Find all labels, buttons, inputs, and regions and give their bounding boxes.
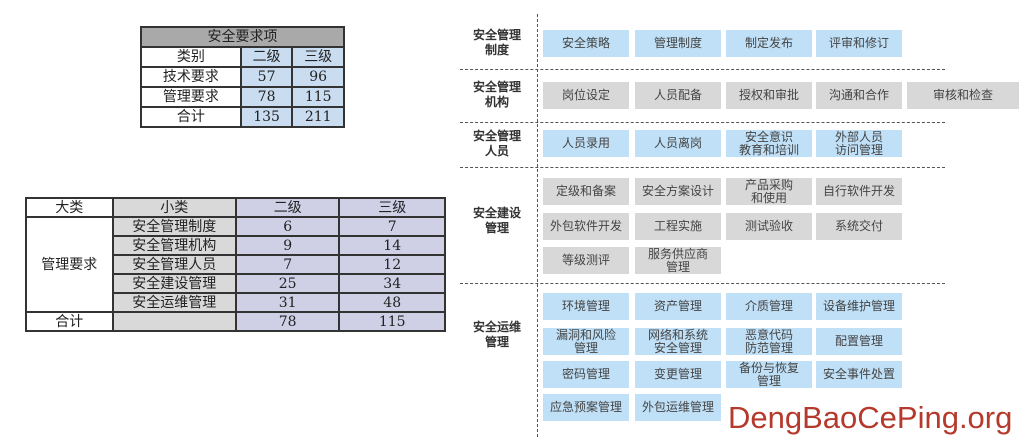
item-box: 测试验收 bbox=[726, 213, 812, 240]
cell: 78 bbox=[234, 311, 341, 332]
header-cell: 小类 bbox=[111, 197, 237, 218]
item-box: 漏洞和风险 管理 bbox=[543, 328, 629, 355]
table-total-row: 合计 78 115 bbox=[25, 311, 446, 332]
cell: 211 bbox=[291, 106, 345, 128]
group-divider bbox=[460, 69, 945, 70]
item-box: 外部人员 访问管理 bbox=[816, 130, 902, 157]
item-box: 人员离岗 bbox=[635, 130, 721, 157]
item-box: 安全意识 教育和培训 bbox=[726, 130, 812, 157]
item-box: 网络和系统 安全管理 bbox=[635, 328, 721, 355]
cell: 7 bbox=[338, 216, 446, 237]
group-label: 安全运维 管理 bbox=[472, 320, 521, 349]
cell: 安全建设管理 bbox=[111, 273, 237, 294]
table-row: 管理要求 安全管理制度 6 7 bbox=[25, 216, 446, 313]
item-box: 安全策略 bbox=[543, 30, 629, 57]
item-box: 定级和备案 bbox=[543, 178, 629, 205]
cell: 安全管理机构 bbox=[111, 235, 237, 256]
group-label: 安全建设 管理 bbox=[472, 206, 521, 235]
watermark: DengBaoCePing.org bbox=[728, 400, 1013, 435]
cell: 135 bbox=[239, 106, 294, 128]
item-box: 评审和修订 bbox=[816, 30, 902, 57]
item-box: 等级测评 bbox=[543, 247, 629, 274]
cell: 技术要求 bbox=[140, 66, 242, 88]
cell: 合计 bbox=[140, 106, 242, 128]
header-cell: 三级 bbox=[291, 46, 345, 68]
table-row: 安全建设管理 25 34 bbox=[26, 273, 446, 294]
item-box: 变更管理 bbox=[635, 361, 721, 388]
item-box: 自行软件开发 bbox=[816, 178, 902, 205]
cell: 96 bbox=[291, 66, 345, 88]
table-row: 安全管理人员 7 12 bbox=[26, 254, 446, 275]
table-row: 技术要求 57 96 bbox=[140, 66, 345, 88]
item-box: 环境管理 bbox=[543, 293, 629, 320]
cell: 57 bbox=[239, 66, 294, 88]
table-row: 安全运维管理 31 48 bbox=[26, 292, 446, 313]
item-box: 审核和检查 bbox=[907, 82, 1019, 109]
group-divider bbox=[460, 167, 945, 168]
cell: 安全管理人员 bbox=[111, 254, 237, 275]
item-box: 介质管理 bbox=[726, 293, 812, 320]
cell: 25 bbox=[234, 273, 341, 294]
cell: 14 bbox=[338, 235, 446, 256]
category-cell: 管理要求 bbox=[25, 216, 114, 313]
cell: 7 bbox=[234, 254, 341, 275]
cell: 管理要求 bbox=[140, 86, 242, 108]
cell: 115 bbox=[338, 311, 446, 332]
header-cell: 二级 bbox=[239, 46, 294, 68]
item-box: 系统交付 bbox=[816, 213, 902, 240]
item-box: 沟通和合作 bbox=[816, 82, 902, 109]
table-row: 安全管理机构 9 14 bbox=[26, 235, 446, 256]
cell: 34 bbox=[338, 273, 446, 294]
group-divider bbox=[460, 122, 945, 123]
cell: 合计 bbox=[25, 311, 114, 332]
item-box: 备份与恢复 管理 bbox=[726, 361, 812, 388]
cell: 78 bbox=[239, 86, 294, 108]
table-row: 合计 135 211 bbox=[140, 106, 345, 128]
management-requirements-table: 大类 小类 二级 三级 管理要求 安全管理制度 6 7 安全管理机构 9 14 … bbox=[25, 197, 446, 332]
cell: 安全管理制度 bbox=[111, 216, 237, 237]
cell: 12 bbox=[338, 254, 446, 275]
item-box: 服务供应商 管理 bbox=[635, 247, 721, 274]
group-label: 安全管理 机构 bbox=[472, 80, 521, 109]
item-box: 应急预案管理 bbox=[543, 394, 629, 421]
cell: 115 bbox=[291, 86, 345, 108]
cell bbox=[111, 311, 237, 332]
header-cell: 三级 bbox=[338, 197, 446, 218]
table-row: 管理要求 78 115 bbox=[140, 86, 345, 108]
item-box: 人员配备 bbox=[635, 82, 721, 109]
header-cell: 类别 bbox=[140, 46, 242, 68]
item-box: 制定发布 bbox=[726, 30, 812, 57]
header-cell: 二级 bbox=[234, 197, 341, 218]
cell: 31 bbox=[234, 292, 341, 313]
group-label: 安全管理 人员 bbox=[472, 129, 521, 158]
item-box: 设备维护管理 bbox=[816, 293, 902, 320]
item-box: 工程实施 bbox=[635, 213, 721, 240]
item-box: 管理制度 bbox=[635, 30, 721, 57]
cell: 6 bbox=[234, 216, 341, 237]
item-box: 外包运维管理 bbox=[635, 394, 721, 421]
item-box: 岗位设定 bbox=[543, 82, 629, 109]
table-title: 安全要求项 bbox=[140, 26, 345, 48]
item-box: 产品采购 和使用 bbox=[726, 178, 812, 205]
cell: 安全运维管理 bbox=[111, 292, 237, 313]
group-label: 安全管理 制度 bbox=[472, 28, 521, 57]
item-box: 安全事件处置 bbox=[816, 361, 902, 388]
cell: 48 bbox=[338, 292, 446, 313]
item-box: 密码管理 bbox=[543, 361, 629, 388]
item-box: 安全方案设计 bbox=[635, 178, 721, 205]
item-box: 人员录用 bbox=[543, 130, 629, 157]
header-cell: 大类 bbox=[25, 197, 114, 218]
table-header-row: 类别 二级 三级 bbox=[140, 46, 345, 68]
group-divider bbox=[460, 283, 945, 284]
item-box: 资产管理 bbox=[635, 293, 721, 320]
item-box: 配置管理 bbox=[816, 328, 902, 355]
item-box: 恶意代码 防范管理 bbox=[726, 328, 812, 355]
item-box: 授权和审批 bbox=[726, 82, 812, 109]
divider bbox=[537, 14, 538, 437]
item-box: 外包软件开发 bbox=[543, 213, 629, 240]
cell: 9 bbox=[234, 235, 341, 256]
security-requirements-table: 安全要求项 类别 二级 三级 技术要求 57 96 管理要求 78 115 合计… bbox=[140, 26, 345, 128]
table-header-row: 大类 小类 二级 三级 bbox=[25, 197, 446, 218]
